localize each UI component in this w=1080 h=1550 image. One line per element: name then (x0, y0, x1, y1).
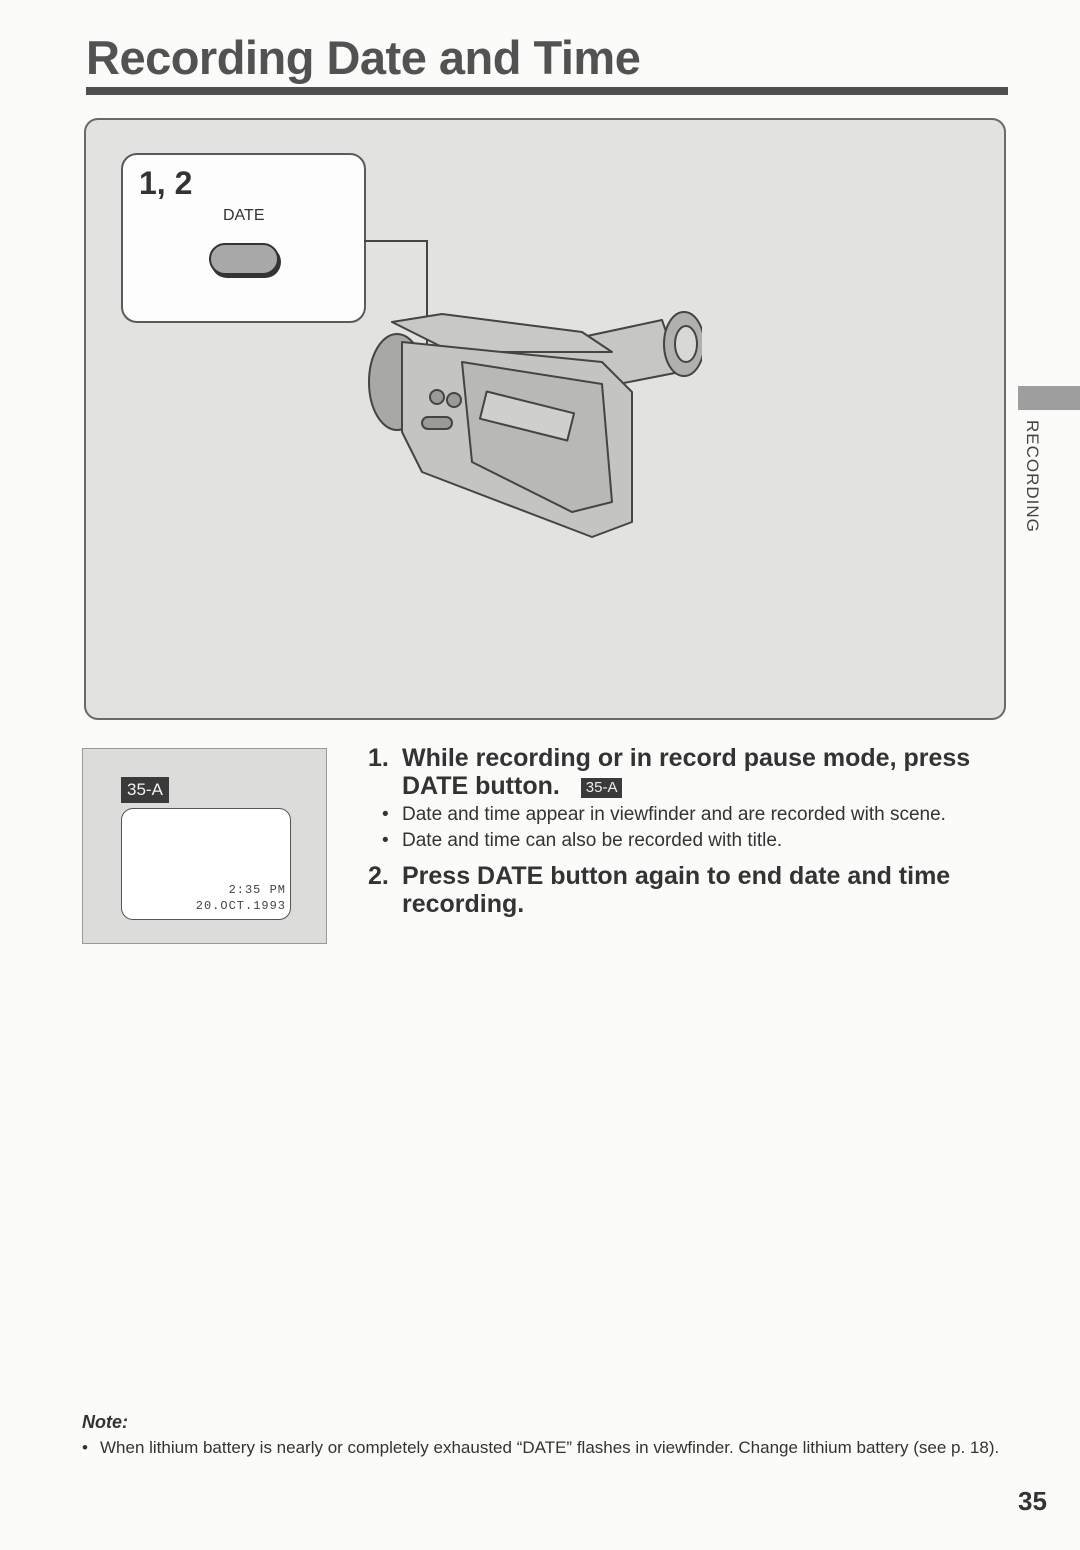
step-1-number: 1. (368, 744, 389, 772)
page-number: 35 (1018, 1486, 1047, 1516)
date-button-label: DATE (223, 207, 265, 224)
section-tab-marker (1018, 386, 1080, 410)
viewfinder-date: 20.OCT.1993 (195, 899, 286, 913)
viewfinder-badge: 35-A (121, 777, 169, 803)
title-rule (86, 87, 1008, 95)
viewfinder-example-panel: 35-A 2:35 PM 20.OCT.1993 (82, 748, 327, 944)
step-1: 1. While recording or in record pause mo… (368, 744, 1008, 800)
bullet-item: Date and time appear in viewfinder and a… (382, 802, 1008, 828)
step-2-number: 2. (368, 862, 389, 890)
step-2-text: Press DATE button again to end date and … (402, 862, 951, 918)
callout-leader-line (364, 240, 427, 242)
step-2: 2. Press DATE button again to end date a… (368, 862, 1008, 918)
step-1-bullets: Date and time appear in viewfinder and a… (382, 802, 1008, 854)
camcorder-icon (368, 311, 702, 538)
note-text: When lithium battery is nearly or comple… (82, 1436, 1010, 1459)
viewfinder-time: 2:35 PM (228, 883, 286, 897)
callout-step-numbers: 1, 2 (139, 165, 193, 201)
step-1-text: While recording or in record pause mode,… (402, 744, 971, 800)
step-1-badge: 35-A (580, 778, 623, 798)
section-tab-label: RECORDING (1023, 420, 1042, 533)
date-button-callout: 1, 2 DATE (121, 153, 366, 323)
viewfinder-screen: 2:35 PM 20.OCT.1993 (121, 808, 291, 920)
instructions: 1. While recording or in record pause mo… (368, 744, 1008, 918)
bullet-item: Date and time can also be recorded with … (382, 828, 1008, 854)
note-heading: Note: (82, 1412, 128, 1432)
date-button[interactable] (209, 243, 279, 275)
page-title: Recording Date and Time (86, 31, 641, 84)
